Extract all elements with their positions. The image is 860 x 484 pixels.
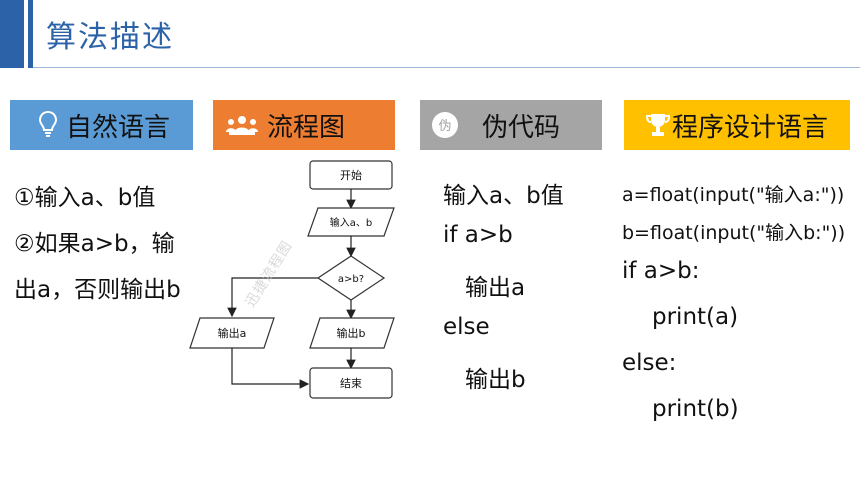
pseudo-line: else (443, 314, 490, 340)
header-label: 伪代码 (482, 112, 561, 143)
flow-input-label: 输入a、b (330, 216, 372, 229)
flow-decision-label: a>b? (338, 274, 364, 285)
svg-text:伪: 伪 (438, 119, 451, 134)
code-line: print(b) (652, 396, 739, 422)
lightbulb-icon (38, 110, 58, 140)
flow-end-label: 结束 (340, 377, 362, 390)
natural-line: ①输入a、b值 (14, 185, 156, 211)
pseudo-line: 输出b (465, 367, 526, 393)
pseudo-line: 输出a (465, 275, 526, 301)
pseudo-badge-icon: 伪 (430, 110, 460, 140)
code-line: a=float(input("输入a:")) (622, 184, 845, 206)
flowchart-diagram: 开始 输入a、b a>b? 输出a 输出b 结束 (189, 160, 395, 399)
flow-arrow (231, 348, 310, 389)
code-line: b=float(input("输入b:")) (622, 222, 846, 244)
flow-start-label: 开始 (340, 168, 362, 182)
title-accent-stripe (28, 0, 33, 68)
code-line: if a>b: (622, 258, 700, 284)
pseudo-line: 输入a、b值 (443, 183, 564, 209)
flow-arrow (227, 277, 318, 318)
code-line: print(a) (652, 304, 739, 330)
title-accent (0, 0, 24, 68)
natural-line: ②如果a>b，输 (14, 231, 175, 257)
flow-output-a-node (189, 317, 275, 349)
flow-output-b-node (309, 317, 395, 349)
header-natural-language: 自然语言 (10, 100, 193, 150)
flow-output-a-label: 输出a (218, 326, 247, 340)
title-divider (33, 67, 860, 68)
header-programming-language: 程序设计语言 (624, 100, 850, 150)
header-label: 自然语言 (66, 112, 171, 143)
trophy-icon (646, 112, 670, 138)
header-flowchart: 流程图 (213, 100, 395, 150)
header-label: 程序设计语言 (672, 112, 829, 143)
code-line: else: (622, 350, 677, 376)
header-label: 流程图 (267, 112, 346, 143)
flow-output-b-label: 输出b (337, 326, 366, 340)
flow-input-node (307, 207, 395, 237)
page-title: 算法描述 (46, 20, 174, 55)
team-icon (225, 114, 259, 136)
pseudo-line: if a>b (443, 222, 513, 248)
header-pseudocode: 伪 伪代码 (420, 100, 602, 150)
title-bar: 算法描述 (0, 0, 860, 68)
flow-end-node (309, 367, 393, 399)
natural-line: 出a，否则输出b (14, 277, 181, 303)
